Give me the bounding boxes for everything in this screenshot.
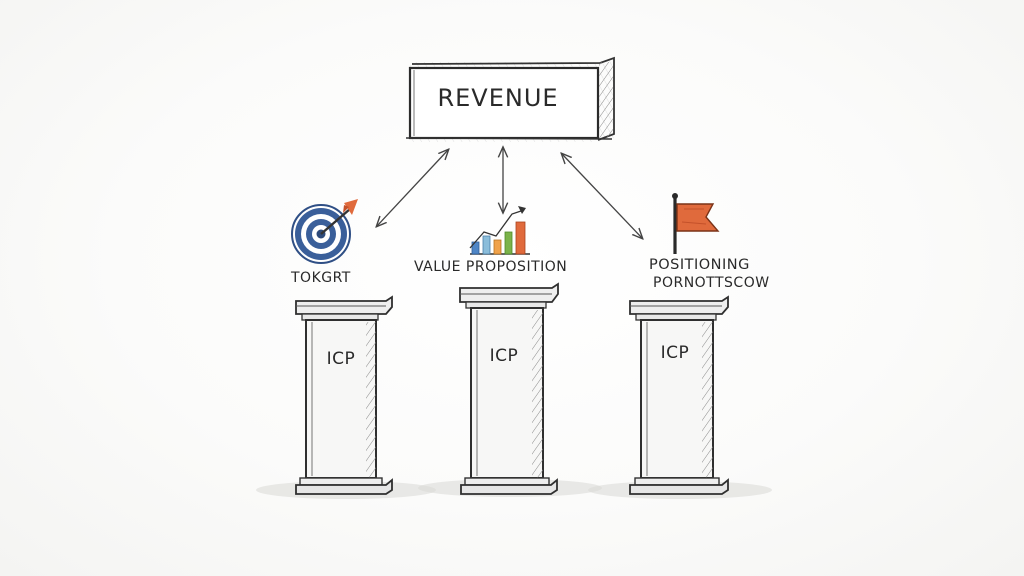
revenue-label: REVENUE [437, 84, 559, 112]
pillar-3 [588, 295, 772, 499]
bar-chart-icon [469, 206, 530, 255]
arrow-to-target [377, 150, 448, 226]
flag-icon [672, 193, 720, 254]
pillar-2-label: ICP [489, 346, 519, 366]
arrow-to-positioning [562, 154, 642, 238]
pillar-3-label: ICP [660, 343, 690, 363]
pillar-1-label: ICP [326, 349, 356, 369]
value-proposition-label: VALUE PROPOSITION [414, 259, 568, 275]
revenue-box [405, 56, 615, 142]
target-icon [291, 199, 358, 264]
pillar-1 [256, 295, 436, 499]
positioning-label: POSITIONING [649, 257, 750, 273]
pillar-2 [418, 282, 602, 497]
positioning-sublabel: PORNOTTSCOW [653, 275, 770, 291]
target-label: TOKGRT [291, 270, 351, 286]
